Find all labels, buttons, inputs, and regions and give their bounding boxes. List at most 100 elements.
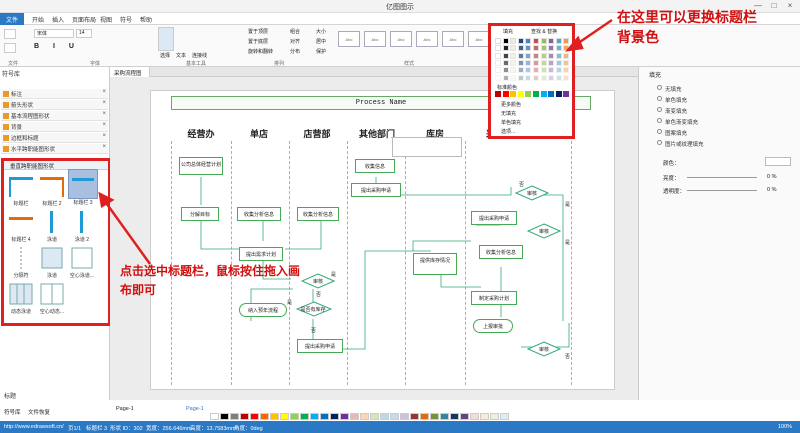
theme-color-swatch[interactable] (548, 38, 555, 44)
flow-box[interactable]: 分解目标 (181, 207, 219, 221)
font-size-select[interactable]: 14 (76, 29, 92, 38)
lane-header[interactable]: 单店 (249, 129, 268, 139)
no-fill-option[interactable]: 无填充 (501, 111, 517, 117)
theme-color-swatch[interactable] (533, 59, 539, 66)
options-link[interactable]: 选项... (501, 129, 516, 135)
arrange-protect[interactable]: 保护 (316, 49, 327, 55)
shape-swimlane[interactable]: 泳道 (38, 209, 66, 243)
theme-color-swatch[interactable] (533, 45, 539, 52)
font-name-select[interactable]: 宋体 (34, 29, 74, 38)
palette-swatch[interactable] (490, 413, 499, 420)
theme-color-swatch[interactable] (533, 52, 539, 59)
status-url[interactable]: http://www.edrawsoft.cn/ (4, 424, 64, 430)
palette-swatch[interactable] (250, 413, 259, 420)
theme-color-swatch[interactable] (563, 59, 570, 66)
theme-color-swatch[interactable] (517, 45, 524, 52)
tool-text-label[interactable]: 文本 (176, 53, 187, 59)
floating-format-toolbar[interactable] (392, 137, 462, 157)
palette-swatch[interactable] (410, 413, 419, 420)
theme-color-swatch[interactable] (510, 45, 517, 52)
arrange-center[interactable]: 居中 (316, 39, 327, 45)
fill-option-pattern[interactable]: 图案填充 (657, 129, 687, 137)
palette-swatch[interactable] (480, 413, 489, 420)
arrange-rotate[interactable]: 旋转和翻转 (248, 49, 274, 55)
color-palette-bar[interactable] (210, 413, 730, 420)
shape-title-bar-4[interactable]: 标题栏 4 (7, 209, 35, 243)
theme-color-swatch[interactable] (495, 74, 501, 81)
flow-box[interactable]: 收集分析信息 (297, 207, 339, 221)
palette-swatch[interactable] (380, 413, 389, 420)
palette-swatch[interactable] (240, 413, 249, 420)
bottom-item[interactable]: 标题 (4, 394, 17, 400)
palette-swatch[interactable] (430, 413, 439, 420)
transparency-value[interactable]: 0 % (767, 187, 777, 193)
arrange-group[interactable]: 组合 (290, 29, 301, 35)
theme-color-swatch[interactable] (502, 52, 509, 59)
palette-swatch[interactable] (450, 413, 459, 420)
palette-swatch[interactable] (280, 413, 289, 420)
theme-color-swatch[interactable] (525, 74, 532, 81)
shape-dynamic-lane[interactable]: 动态泳道 (7, 281, 35, 315)
style-swatch[interactable]: Abc (442, 31, 464, 47)
theme-color-swatch[interactable] (555, 67, 562, 74)
theme-color-swatch[interactable] (563, 38, 570, 44)
standard-color-swatch[interactable] (533, 91, 539, 97)
theme-color-swatch[interactable] (555, 52, 562, 59)
library-vertical-cf[interactable]: 垂直跨职能图形状 (4, 161, 108, 170)
page-tab-inactive[interactable]: Page-1 (116, 406, 134, 412)
shape-lane[interactable]: 泳道 (38, 245, 66, 279)
theme-color-swatch[interactable] (563, 45, 570, 52)
palette-swatch[interactable] (270, 413, 279, 420)
close-button[interactable]: × (787, 1, 793, 10)
menu-insert[interactable]: 插入 (52, 18, 65, 24)
process-title-bar[interactable]: Process Name (171, 96, 591, 110)
palette-swatch[interactable] (340, 413, 349, 420)
standard-color-swatch[interactable] (548, 91, 555, 97)
tab-symbol-library[interactable]: 符号库 (4, 410, 21, 416)
theme-color-swatch[interactable] (495, 59, 501, 66)
style-swatch[interactable]: Abc (416, 31, 438, 47)
theme-color-swatch[interactable] (525, 45, 532, 52)
theme-color-swatch[interactable] (495, 38, 501, 44)
theme-color-swatch[interactable] (517, 74, 524, 81)
flow-box[interactable]: 提供库存情况 (413, 253, 457, 275)
standard-color-swatch[interactable] (540, 91, 547, 97)
flow-box[interactable]: 收集信息 (355, 159, 395, 173)
drawing-page[interactable]: Process Name 经营办 单店 店营部 其他部门 库房 采购 公司总体经… (150, 90, 615, 390)
standard-color-swatch[interactable] (510, 91, 517, 97)
theme-color-swatch[interactable] (495, 52, 501, 59)
fill-option-gradient[interactable]: 渐变填充 (657, 107, 687, 115)
library-horizontal-cf[interactable]: 水平跨职能图形状× (1, 144, 108, 154)
theme-color-swatch[interactable] (555, 74, 562, 81)
color-picker[interactable] (765, 157, 791, 166)
theme-color-swatch[interactable] (548, 74, 555, 81)
palette-swatch[interactable] (470, 413, 479, 420)
brightness-value[interactable]: 0 % (767, 174, 777, 180)
palette-swatch[interactable] (370, 413, 379, 420)
fill-option-none[interactable]: 无填充 (657, 85, 682, 93)
flow-box[interactable]: 提出采购申请 (471, 211, 517, 225)
close-icon[interactable]: × (102, 133, 106, 139)
theme-color-swatch[interactable] (540, 59, 547, 66)
flow-box[interactable]: 公司总体经营计划 (179, 157, 223, 175)
standard-color-swatch[interactable] (555, 91, 562, 97)
theme-color-swatch[interactable] (555, 59, 562, 66)
theme-color-swatch[interactable] (533, 74, 539, 81)
cut-icon[interactable] (4, 29, 16, 39)
shape-separator[interactable]: 分隔符 (13, 247, 29, 279)
flow-box[interactable]: 提出采购申请 (297, 339, 343, 353)
palette-swatch[interactable] (500, 413, 509, 420)
library-callout[interactable]: 标注× (1, 89, 108, 99)
flow-box[interactable]: 制定采购计划 (471, 291, 517, 305)
theme-color-swatch[interactable] (502, 59, 509, 66)
arrange-align[interactable]: 对齐 (290, 39, 301, 45)
tab-file-recovery[interactable]: 文件恢复 (28, 410, 51, 416)
standard-color-swatch[interactable] (563, 91, 570, 97)
theme-color-swatch[interactable] (533, 67, 539, 74)
theme-color-swatch[interactable] (525, 59, 532, 66)
theme-color-swatch[interactable] (517, 52, 524, 59)
flow-decision[interactable]: 是否有库存 (296, 301, 332, 317)
theme-color-swatch[interactable] (510, 74, 517, 81)
library-background[interactable]: 背景× (1, 122, 108, 132)
theme-color-swatch[interactable] (563, 52, 570, 59)
